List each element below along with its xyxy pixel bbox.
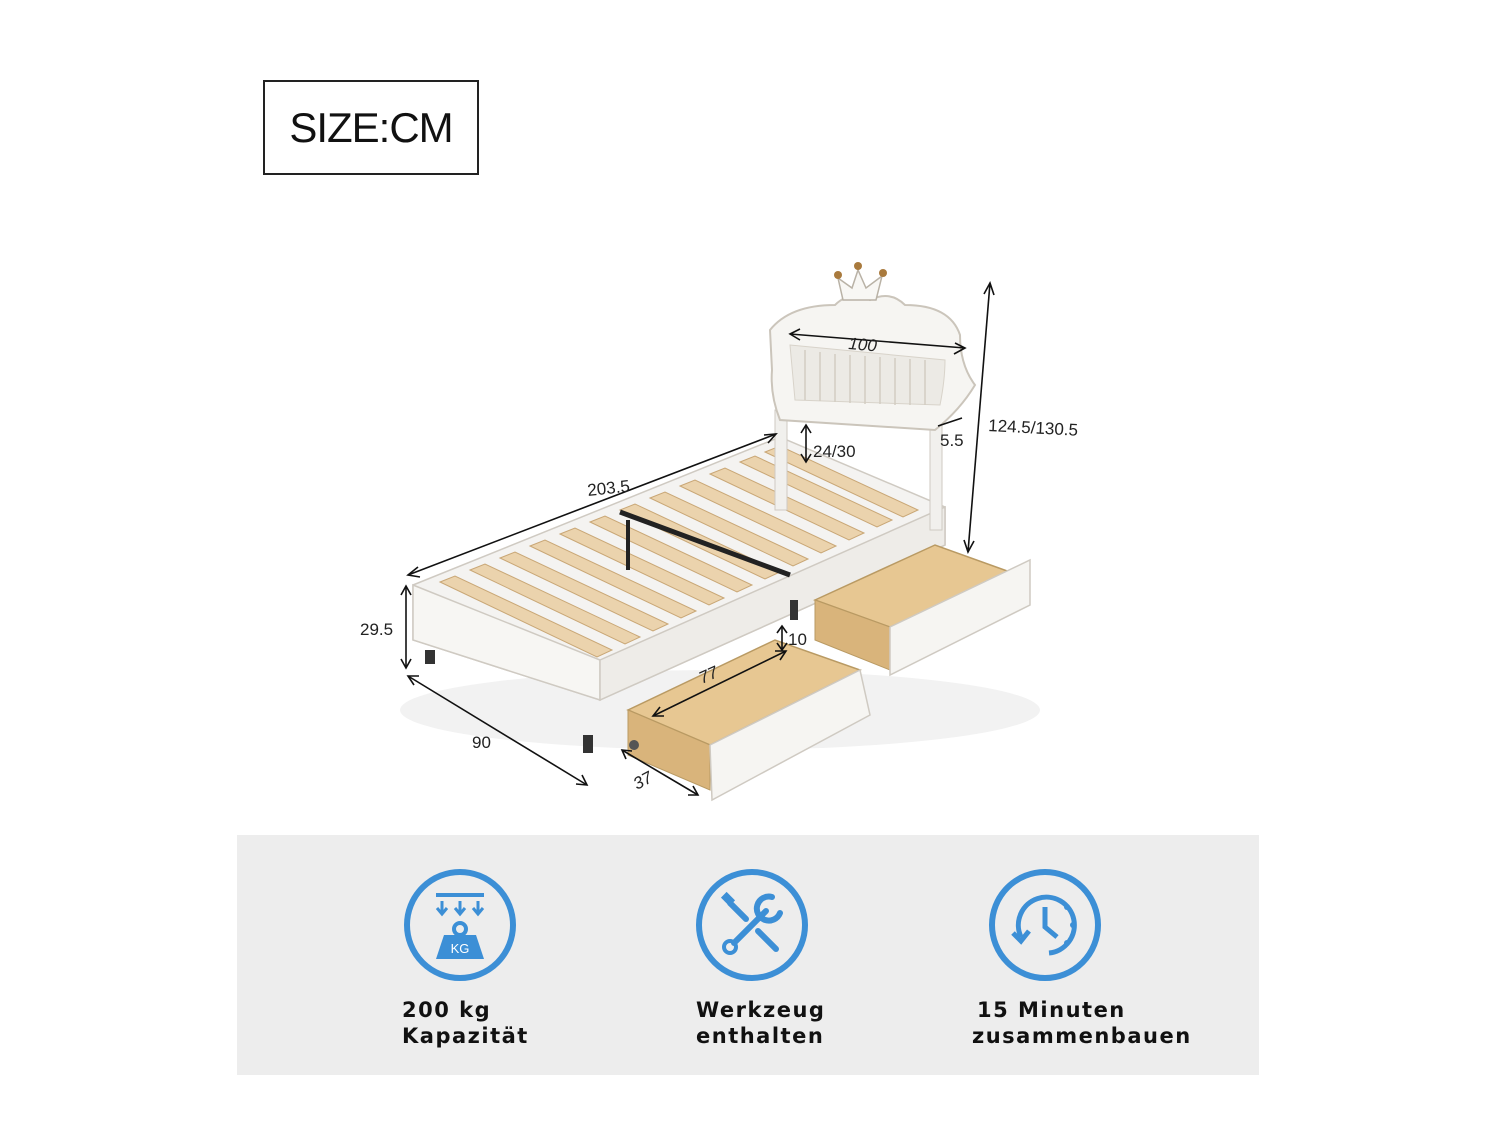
bed-frame xyxy=(412,436,946,753)
bed-dimension-diagram: 100 124.5/130.5 5.5 24/30 203.5 29.5 90 … xyxy=(360,262,1079,802)
weight-kg-icon: KG xyxy=(402,867,518,983)
headboard-gap-label: 24/30 xyxy=(813,442,856,461)
center-support-beam xyxy=(619,509,791,578)
side-height-label: 29.5 xyxy=(360,620,393,639)
headboard xyxy=(768,295,977,531)
drawer-width-label: 37 xyxy=(630,768,656,794)
headboard-thickness-label: 5.5 xyxy=(940,431,964,450)
drawer-front xyxy=(626,639,871,802)
kg-text: KG xyxy=(451,941,470,956)
crown-ornament xyxy=(834,262,887,301)
bed-length-label: 203.5 xyxy=(586,477,630,500)
total-height-label: 124.5/130.5 xyxy=(988,416,1079,440)
assembly-caption: 15 Minuten zusammenbauen xyxy=(972,998,1192,1048)
feature-band: KG 200 kg Kapazität Werkzeug xyxy=(237,835,1259,1075)
drawer-depth-label: 10 xyxy=(788,630,807,649)
capacity-caption: 200 kg Kapazität xyxy=(402,998,529,1048)
bed-width-label: 90 xyxy=(472,733,491,752)
tools-caption: Werkzeug enthalten xyxy=(696,998,826,1048)
dimension-lines xyxy=(400,281,995,796)
drawer-back xyxy=(813,544,1031,677)
headboard-width-label: 100 xyxy=(848,334,878,355)
clock-icon xyxy=(987,867,1103,983)
size-unit-label: SIZE:CM xyxy=(263,80,479,175)
tools-icon xyxy=(694,867,810,983)
